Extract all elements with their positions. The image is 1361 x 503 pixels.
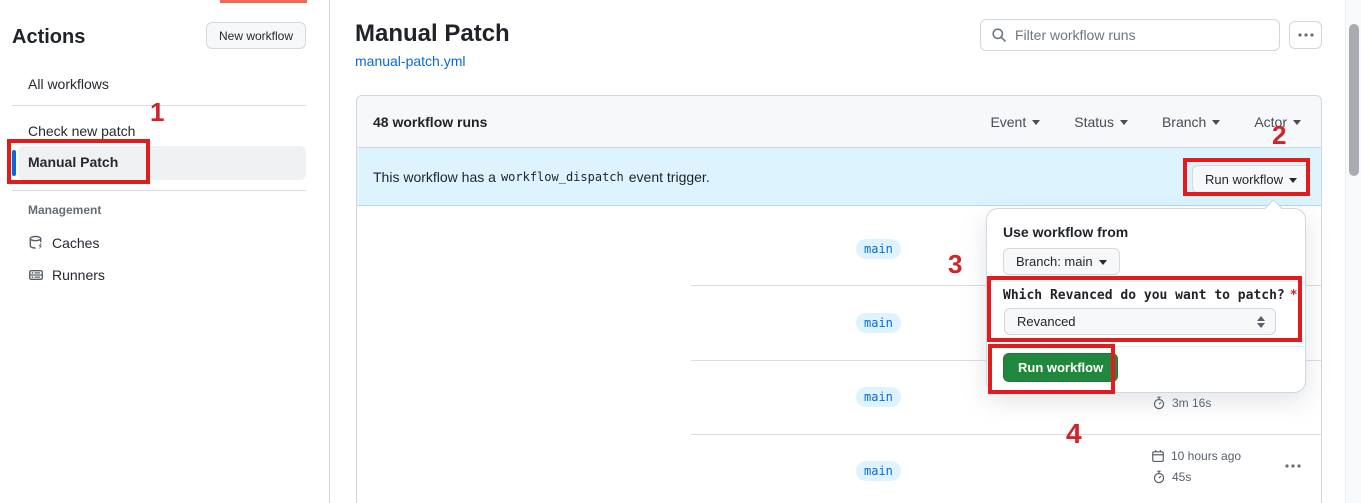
sidebar-item-runners[interactable]: Runners xyxy=(28,267,105,283)
panel-divider xyxy=(987,346,1305,347)
run-duration: 45s xyxy=(1152,470,1191,484)
sidebar-item-manual-patch[interactable] xyxy=(18,146,306,180)
chevron-down-icon xyxy=(1212,120,1221,125)
banner-code: workflow_dispatch xyxy=(500,169,624,184)
run-row-branch-badge[interactable]: main xyxy=(856,387,901,407)
annotation-partial-box-top xyxy=(220,0,307,3)
new-workflow-button[interactable]: New workflow xyxy=(206,22,307,49)
chevron-down-icon xyxy=(1098,260,1107,265)
run-duration: 3m 16s xyxy=(1152,396,1211,410)
kebab-icon xyxy=(1285,464,1301,468)
panel-divider xyxy=(987,281,1305,282)
run-row-branch-badge[interactable]: main xyxy=(856,461,901,481)
patch-input-label: Which Revanced do you want to patch?* xyxy=(1003,288,1298,303)
sidebar-item-check-new-patch[interactable]: Check new patch xyxy=(28,123,136,139)
banner-text: This workflow has a xyxy=(373,168,496,185)
workflow-file-link[interactable]: manual-patch.yml xyxy=(355,53,466,69)
workflow-dispatch-banner: This workflow has a workflow_dispatch ev… xyxy=(357,148,1321,206)
run-date: 10 hours ago xyxy=(1151,449,1241,463)
cache-database-icon xyxy=(29,235,43,250)
run-workflow-dropdown-button[interactable]: Run workflow xyxy=(1192,165,1311,193)
runs-filters: Event Status Branch Actor xyxy=(990,114,1301,130)
scrollbar-thumb[interactable] xyxy=(1349,24,1359,176)
filter-status-dropdown[interactable]: Status xyxy=(1074,114,1128,130)
runners-label: Runners xyxy=(52,267,105,283)
actions-sidebar: Actions New workflow All workflows Check… xyxy=(0,0,330,503)
filter-event-dropdown[interactable]: Event xyxy=(990,114,1041,130)
use-workflow-from-label: Use workflow from xyxy=(1003,224,1129,240)
sidebar-divider xyxy=(12,105,306,106)
runners-rack-icon xyxy=(29,270,44,281)
calendar-icon xyxy=(1152,450,1164,463)
row-divider xyxy=(691,434,1321,435)
filter-actor-dropdown[interactable]: Actor xyxy=(1254,114,1301,130)
chevron-down-icon xyxy=(1289,177,1298,183)
stopwatch-icon xyxy=(1153,470,1165,484)
scrollbar-track xyxy=(1345,0,1361,503)
sidebar-item-caches[interactable]: Caches xyxy=(28,235,99,251)
filter-branch-dropdown[interactable]: Branch xyxy=(1162,114,1221,130)
runs-table-header: 48 workflow runs Event Status Branch Act… xyxy=(357,96,1321,148)
revanced-select[interactable]: Revanced xyxy=(1004,308,1276,335)
workflow-options-kebab-button[interactable] xyxy=(1289,21,1322,49)
filter-workflow-runs-box xyxy=(980,19,1280,51)
caches-label: Caches xyxy=(52,235,100,251)
search-icon xyxy=(992,28,1006,42)
sidebar-divider xyxy=(12,190,306,191)
page-title: Manual Patch xyxy=(355,20,510,47)
chevron-down-icon xyxy=(1119,120,1128,125)
run-row-branch-badge[interactable]: main xyxy=(856,313,901,333)
sidebar-item-all-workflows[interactable]: All workflows xyxy=(28,76,109,92)
banner-text: event trigger. xyxy=(628,168,710,185)
stopwatch-icon xyxy=(1153,396,1165,410)
runs-count: 48 workflow runs xyxy=(373,113,488,130)
chevron-down-icon xyxy=(1032,120,1041,125)
management-section-label: Management xyxy=(28,203,102,217)
run-workflow-submit-button[interactable]: Run workflow xyxy=(1003,353,1119,382)
branch-selector-button[interactable]: Branch: main xyxy=(1003,248,1120,275)
select-updown-icon xyxy=(1257,315,1265,328)
chevron-down-icon xyxy=(1293,120,1301,125)
sidebar-item-manual-patch-label: Manual Patch xyxy=(28,154,119,170)
run-row-branch-badge[interactable]: main xyxy=(856,239,901,259)
run-workflow-panel: Use workflow from Branch: main Which Rev… xyxy=(986,208,1306,393)
run-row-kebab-button[interactable] xyxy=(1279,456,1307,476)
required-asterisk: * xyxy=(1289,288,1298,303)
selected-accent-bar xyxy=(12,150,16,176)
sidebar-title: Actions xyxy=(12,26,86,48)
kebab-icon xyxy=(1297,33,1314,37)
filter-workflow-runs-input[interactable] xyxy=(1015,27,1269,43)
